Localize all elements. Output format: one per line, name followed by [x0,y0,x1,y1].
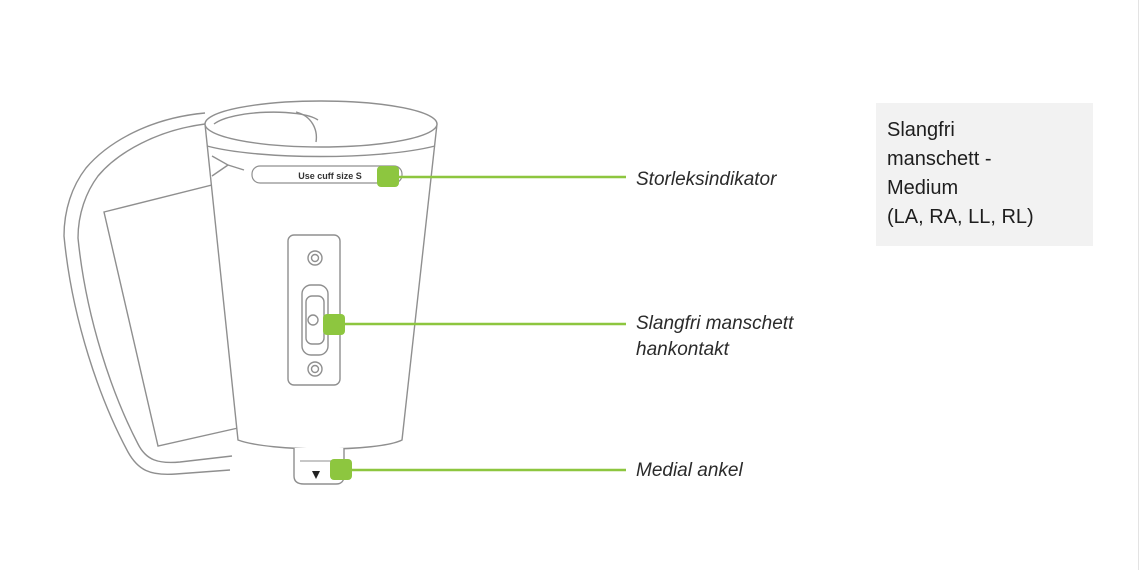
callout-cuff-connector: Slangfri manschett hankontakt [636,311,793,363]
info-line: (LA, RA, LL, RL) [887,206,1034,228]
cuff-info-box: Slangfri manschett - Medium (LA, RA, LL,… [876,103,1093,246]
callout-medial-ankle: Medial ankel [636,460,743,481]
connector-module [287,234,341,386]
callout-cuff-connector-line1: Slangfri manschett [636,313,794,334]
cuff-size-text: Use cuff size S [298,171,362,181]
cuff-size-label: Use cuff size S [211,155,403,184]
info-line: manschett - [887,148,992,170]
callout-markers [323,166,399,480]
info-line: Slangfri [887,119,955,141]
size-indicator-marker [377,166,399,187]
callout-lines [338,175,626,472]
info-line: Medium [887,177,959,199]
page-edge-divider [1138,0,1139,570]
callout-cuff-connector-line2: hankontakt [636,339,729,360]
ankle-marker-square [330,459,352,480]
connector-marker [323,314,345,335]
callout-size-indicator: Storleksindikator [636,169,777,190]
